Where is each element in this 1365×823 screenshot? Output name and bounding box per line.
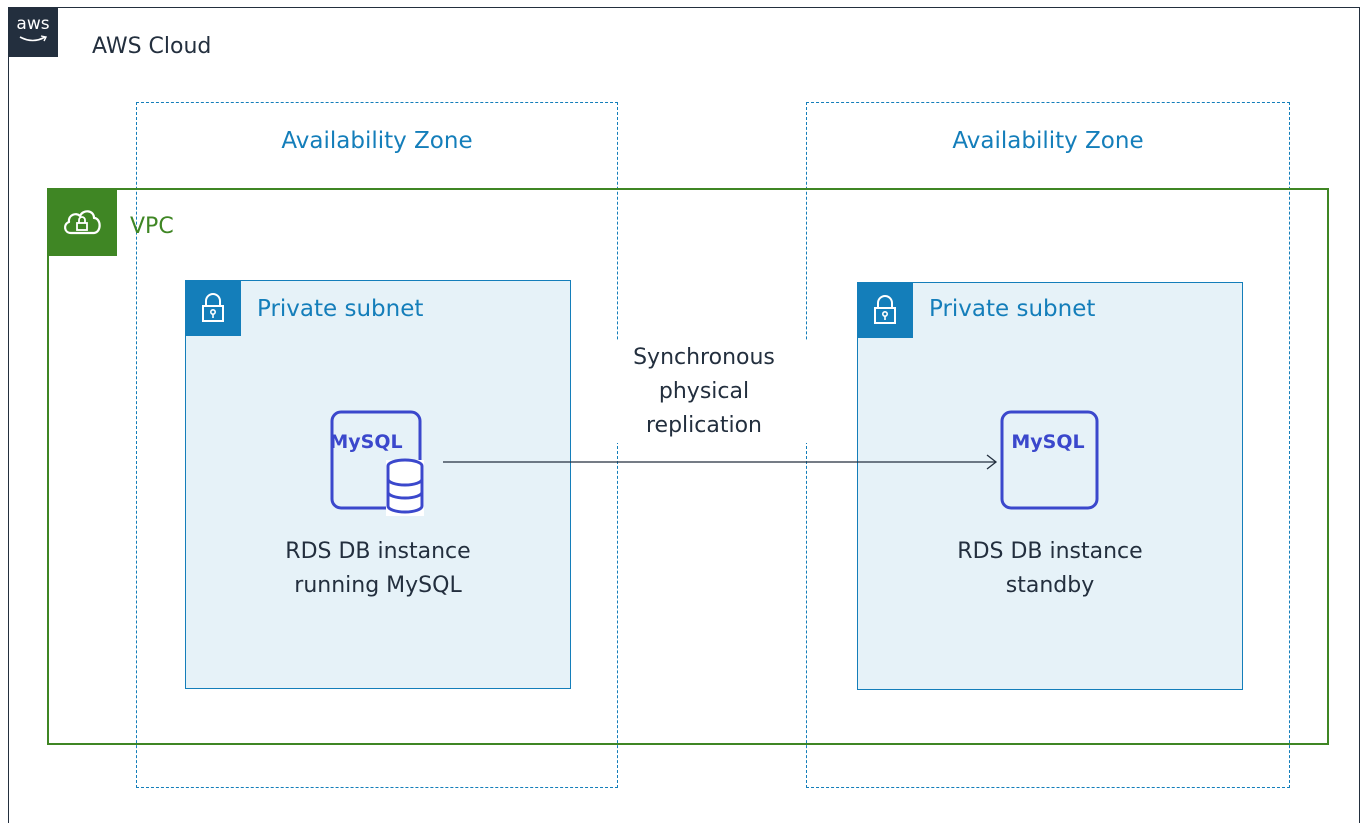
vpc-label: VPC — [130, 214, 174, 239]
replication-label-line1: Synchronous — [633, 345, 775, 370]
availability-zone-1-label: Availability Zone — [281, 128, 473, 154]
availability-zone-2 — [806, 102, 1290, 788]
mysql-icon-text: MySQL — [330, 431, 403, 453]
rds-instance-label-line2: running MySQL — [294, 573, 462, 598]
replication-label-line2: physical — [658, 379, 750, 404]
mysql-icon-text: MySQL — [1011, 431, 1084, 453]
rds-mysql-standby-icon: MySQL — [1000, 410, 1099, 510]
rds-standby-label: RDS DB instance standby — [880, 535, 1220, 603]
aws-logo-icon: aws — [8, 7, 58, 57]
vpc-group — [47, 188, 1329, 745]
padlock-icon — [857, 282, 913, 338]
availability-zone-1 — [136, 102, 618, 788]
rds-instance-label: RDS DB instance running MySQL — [210, 535, 546, 603]
rds-standby-label-line1: RDS DB instance — [957, 539, 1143, 564]
replication-label-line3: replication — [645, 413, 762, 438]
private-subnet-1-label: Private subnet — [257, 296, 424, 322]
aws-smile-icon — [19, 35, 48, 42]
rds-instance-label-line1: RDS DB instance — [285, 539, 471, 564]
rds-mysql-instance-icon: MySQL — [330, 410, 424, 516]
private-subnet-2 — [857, 282, 1243, 690]
aws-cloud-label: AWS Cloud — [92, 34, 212, 59]
availability-zone-2-label: Availability Zone — [952, 128, 1144, 154]
padlock-icon — [185, 280, 241, 336]
replication-label: Synchronous physical replication — [600, 341, 808, 443]
vpc-cloud-icon — [47, 188, 117, 256]
aws-cloud-group — [8, 7, 1360, 823]
private-subnet-2-label: Private subnet — [929, 296, 1096, 322]
private-subnet-1 — [185, 280, 571, 689]
aws-logo-text: aws — [16, 14, 50, 34]
rds-standby-label-line2: standby — [1005, 573, 1095, 598]
